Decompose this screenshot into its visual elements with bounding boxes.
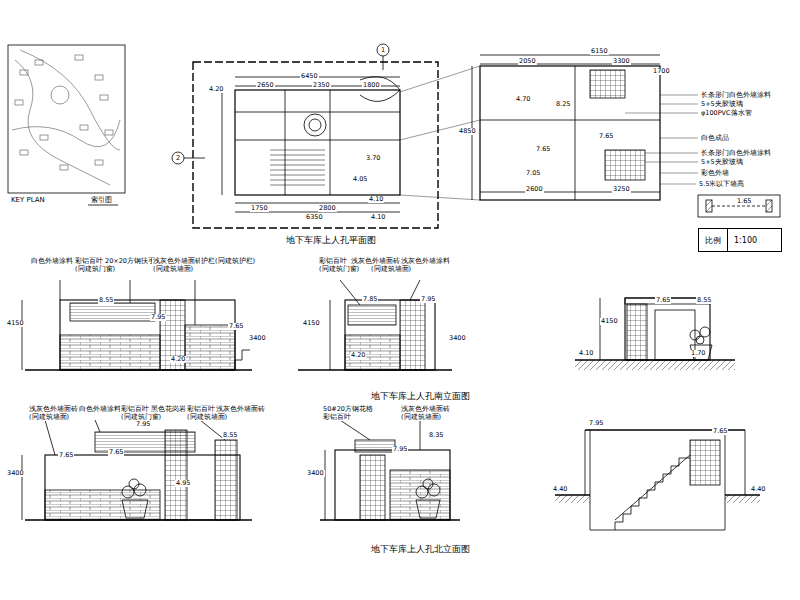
annotation: 白色外墙涂料 <box>78 406 122 413</box>
annotation: 5+5夹胶玻璃 <box>700 159 744 166</box>
annotation: 4.70 <box>515 96 531 103</box>
annotation: 7.95 <box>135 421 151 428</box>
annotation: 4.10 <box>578 350 594 357</box>
annotation: 7.95 <box>420 296 436 303</box>
annotation: 7.65 <box>655 297 671 304</box>
annotation: 2050 <box>518 58 537 65</box>
annotation: 4.40 <box>552 486 568 493</box>
drawing-title: 地下车库上人孔北立面图 <box>370 545 471 554</box>
annotation: 浅灰色外墙面砖 <box>215 406 266 413</box>
annotation: 6350 <box>305 214 324 221</box>
annotation: 护栏(同建筑护栏) <box>200 258 256 265</box>
annotation: 3400 <box>448 335 467 342</box>
annotation: 浅灰色外墙面砖 <box>350 258 401 265</box>
annotation: 1750 <box>250 205 269 212</box>
annotation: 4150 <box>6 320 25 327</box>
annotation: 彩铝百叶 <box>322 414 352 421</box>
annotation: (同建筑门窗) <box>318 266 360 273</box>
annotation: 7.65 <box>58 452 74 459</box>
annotation: 7.65 <box>228 323 244 330</box>
annotation: 4.05 <box>352 176 368 183</box>
annotation: 长条形门白色外墙涂料 <box>700 92 772 99</box>
annotation: 50#20方钢花格 <box>322 406 374 413</box>
annotation: 浅灰色外墙面砖 <box>152 258 203 265</box>
annotation: (同建筑墙面) <box>186 414 228 421</box>
annotation: 2 <box>175 155 181 162</box>
annotation: 1800 <box>362 82 381 89</box>
annotation: 8.55 <box>696 297 712 304</box>
annotation: 3400 <box>306 470 325 477</box>
annotation: 2600 <box>525 186 544 193</box>
annotation: 彩铝百叶 <box>120 406 150 413</box>
annotation: 6150 <box>590 48 609 55</box>
annotation: (同建筑门窗) <box>74 266 116 273</box>
annotation: 4150 <box>600 318 619 325</box>
annotation: 3300 <box>612 58 631 65</box>
annotation: 8.55 <box>222 432 238 439</box>
annotation: φ100PVC落水管 <box>700 110 753 117</box>
annotation: 1.70 <box>690 350 706 357</box>
annotation: 3.70 <box>365 155 381 162</box>
annotation: 8.55 <box>98 297 114 304</box>
annotation: 索引图 <box>90 197 113 204</box>
annotation: 白色成品 <box>700 135 730 142</box>
annotation: 彩铝百叶 <box>74 258 104 265</box>
annotation: 4.40 <box>750 486 766 493</box>
annotation: KEY PLAN <box>10 197 46 204</box>
annotation: 白色外墙涂料 <box>30 258 74 265</box>
annotation: (同建筑墙面) <box>370 266 412 273</box>
annotation: 7.95 <box>588 420 604 427</box>
annotation: (同建筑墙面) <box>400 414 442 421</box>
annotation: 4.20 <box>170 356 186 363</box>
annotation: (同建筑墙面) <box>152 266 194 273</box>
annotation: 1 <box>380 47 386 54</box>
annotation: 1.65 <box>736 198 752 205</box>
annotation: (同建筑门窗) <box>120 414 162 421</box>
annotation: 4.20 <box>350 352 366 359</box>
annotation: 5.5米以下墙高 <box>698 181 745 188</box>
annotation: 8.25 <box>555 101 571 108</box>
annotation: 1700 <box>652 68 671 75</box>
scale-text: 1:100 <box>727 229 763 251</box>
annotation: 7.05 <box>525 170 541 177</box>
annotation: 8.35 <box>428 432 444 439</box>
annotation: 3400 <box>6 470 25 477</box>
annotation: 7.65 <box>712 428 728 435</box>
drawing-title: 地下车库上人孔平面图 <box>285 236 377 245</box>
annotation: 2650 <box>256 82 275 89</box>
annotation: 4.20 <box>208 86 224 93</box>
annotation: 7.95 <box>392 446 408 453</box>
scale-text: 比例 <box>699 229 727 251</box>
annotation: (同建筑墙面) <box>28 414 70 421</box>
annotation: 7.65 <box>598 133 614 140</box>
annotation: 彩色外墙 <box>700 170 730 177</box>
annotation: 7.85 <box>362 296 378 303</box>
annotation: 5+5夹胶玻璃 <box>700 101 744 108</box>
annotation: 6450 <box>300 73 319 80</box>
annotation: 浅灰色外墙面砖 <box>400 406 451 413</box>
annotation: 2350 <box>312 82 331 89</box>
annotation: 7.65 <box>535 146 551 153</box>
annotation: 4850 <box>458 128 477 135</box>
annotation: 长条形门白色外墙涂料 <box>700 150 772 157</box>
annotation: 4150 <box>302 320 321 327</box>
annotation: 4.10 <box>368 196 384 203</box>
annotation: 黑色花岗岩 <box>150 406 187 413</box>
annotation: 4.95 <box>175 480 191 487</box>
scale-box: 比例1:100 <box>698 228 782 252</box>
annotation: 4.10 <box>370 214 386 221</box>
annotation: 7.65 <box>108 449 124 456</box>
annotation: 7.95 <box>150 314 166 321</box>
annotation: 20×20方钢扶手 <box>104 258 156 265</box>
annotation: 3250 <box>612 186 631 193</box>
annotation: 彩铝百叶 <box>186 406 216 413</box>
annotation: 浅灰色外墙面砖 <box>28 406 79 413</box>
annotation: 浅灰色外墙涂料 <box>400 258 451 265</box>
annotation: 2800 <box>318 205 337 212</box>
drawing-title: 地下车库上人孔南立面图 <box>370 392 471 401</box>
annotation: 彩铝百叶 <box>318 258 348 265</box>
annotation: 3400 <box>248 335 267 342</box>
